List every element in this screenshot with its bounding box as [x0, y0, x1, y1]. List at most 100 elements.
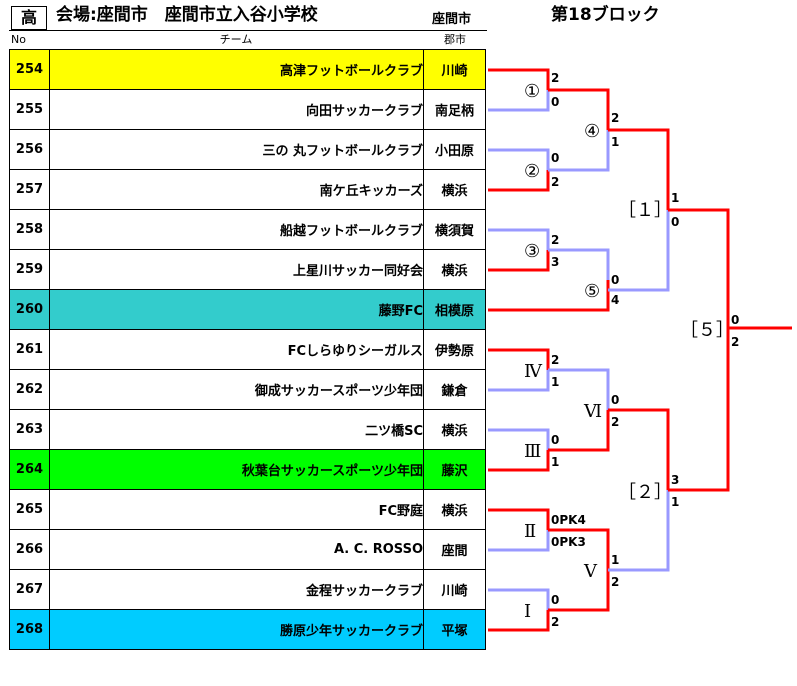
- team-city: 川崎: [423, 569, 486, 610]
- match-label: ［２］: [618, 482, 672, 503]
- match-label: ⑤: [584, 281, 600, 302]
- score-label: 3: [671, 473, 679, 487]
- bracket-line: [548, 88, 610, 130]
- match-label: ④: [584, 121, 600, 142]
- team-name: 御成サッカースポーツ少年団: [49, 369, 424, 410]
- bracket-line: [488, 450, 550, 472]
- score-label: 1: [551, 455, 559, 469]
- score-label: 0PK4: [551, 513, 586, 527]
- score-label: 3: [551, 255, 559, 269]
- match-label: Ⅳ: [524, 361, 543, 382]
- score-label: 2: [611, 415, 619, 429]
- bracket-line: [488, 250, 550, 272]
- bracket-line: [488, 148, 550, 170]
- match-label: ②: [524, 161, 540, 182]
- team-number: 265: [9, 489, 50, 530]
- team-city: 小田原: [423, 129, 486, 170]
- score-label: 0: [731, 313, 739, 327]
- bracket-line: [488, 428, 550, 450]
- match-label: ①: [524, 81, 540, 102]
- score-label: 0: [551, 433, 559, 447]
- score-label: 1: [611, 135, 619, 149]
- score-label: 2: [551, 353, 559, 367]
- bracket-line: [608, 490, 670, 572]
- team-city: 座間: [423, 529, 486, 570]
- team-name: 二ツ橋SC: [49, 409, 424, 450]
- team-name: 船越フットボールクラブ: [49, 209, 424, 250]
- bracket-line: [548, 248, 610, 280]
- team-number: 263: [9, 409, 50, 450]
- bracket-line: [548, 410, 610, 452]
- score-label: 0: [551, 593, 559, 607]
- bracket-line: [548, 130, 610, 172]
- bracket-line: [668, 330, 730, 492]
- score-label: 2: [551, 71, 559, 85]
- match-label: ［５］: [680, 320, 734, 341]
- score-label: 2: [611, 575, 619, 589]
- score-label: 1: [611, 553, 619, 567]
- team-number: 267: [9, 569, 50, 610]
- bracket-line: [488, 588, 550, 610]
- match-label: Ⅱ: [524, 521, 536, 542]
- score-label: 2: [551, 175, 559, 189]
- bracket-line: [488, 170, 550, 192]
- category-badge: 高: [11, 6, 47, 30]
- team-city: 横浜: [423, 169, 486, 210]
- team-city: 伊勢原: [423, 329, 486, 370]
- team-name: 藤野FC: [49, 289, 424, 330]
- score-label: 4: [611, 293, 619, 307]
- bracket-line: [548, 570, 610, 612]
- bracket-line: [488, 90, 550, 112]
- match-label: Ⅴ: [583, 561, 598, 582]
- score-label: 0: [551, 151, 559, 165]
- column-header-city: 郡市: [423, 30, 487, 49]
- team-number: 258: [9, 209, 50, 250]
- team-name: FC野庭: [49, 489, 424, 530]
- score-label: 0: [551, 95, 559, 109]
- score-label: 2: [731, 335, 739, 349]
- bracket-line: [488, 348, 550, 370]
- score-label: 2: [551, 615, 559, 629]
- team-city: 南足柄: [423, 89, 486, 130]
- bracket-line: [548, 528, 610, 570]
- team-name: 三の 丸フットボールクラブ: [49, 129, 424, 170]
- bracket-line: [488, 508, 550, 530]
- match-label: Ⅵ: [583, 401, 602, 422]
- bracket-line: [488, 68, 550, 90]
- team-name: 南ケ丘キッカーズ: [49, 169, 424, 210]
- score-label: 0: [671, 215, 679, 229]
- team-name: 勝原少年サッカークラブ: [49, 609, 424, 650]
- score-label: 2: [551, 233, 559, 247]
- score-label: 2: [611, 111, 619, 125]
- score-label: 1: [671, 495, 679, 509]
- bracket-line: [548, 368, 610, 410]
- column-header-no: No: [9, 30, 51, 49]
- team-city: 横須賀: [423, 209, 486, 250]
- bracket-line: [488, 530, 550, 552]
- team-number: 257: [9, 169, 50, 210]
- bracket-line: [608, 210, 670, 292]
- host-city-label: 座間市: [432, 12, 472, 27]
- team-city: 相模原: [423, 289, 486, 330]
- team-name: A. C. ROSSO: [49, 529, 424, 570]
- score-label: 0PK3: [551, 535, 586, 549]
- bracket-line: [608, 408, 670, 490]
- team-city: 横浜: [423, 409, 486, 450]
- score-label: 0: [611, 273, 619, 287]
- match-label: Ⅰ: [524, 601, 531, 622]
